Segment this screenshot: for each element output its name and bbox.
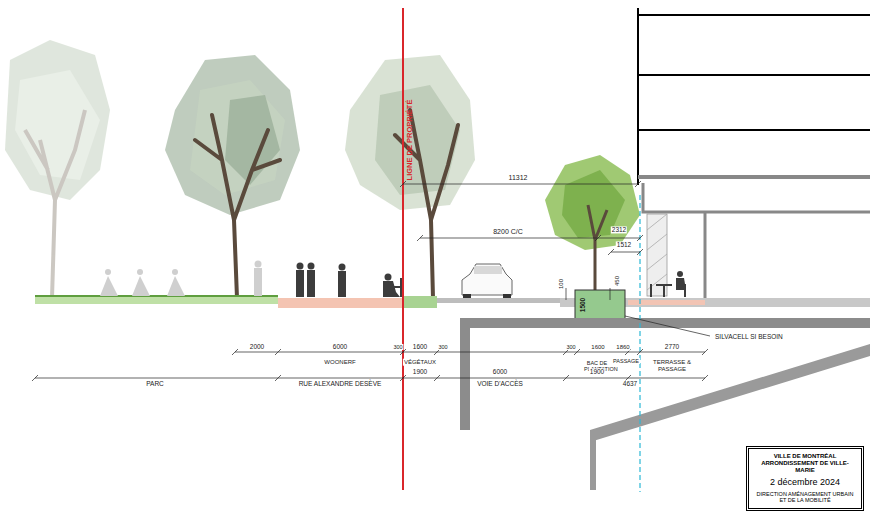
dimension-label: 300 <box>565 344 576 350</box>
property-line-label: LIGNE DE PROPRIÉTÉ <box>406 99 414 182</box>
building <box>638 8 870 298</box>
dimension-label: 6000 <box>332 343 348 350</box>
dimension-label: 6000 <box>492 368 508 375</box>
car <box>462 264 512 298</box>
dimension-lines <box>32 181 710 381</box>
dimension-label: 1900 <box>589 368 605 375</box>
dimension-label: 450 <box>614 275 621 287</box>
tree <box>345 55 475 298</box>
parking-slab <box>460 318 870 328</box>
dimension-label: 1860 <box>615 344 630 351</box>
title-block-text: 2 décembre 2024 <box>753 477 857 487</box>
dimension-label: 11312 <box>508 174 529 182</box>
dimension-label: VOIE D'ACCÈS <box>476 380 524 387</box>
ramp <box>590 344 870 442</box>
dimension-label: TERRASSE & PASSAGE <box>643 359 701 372</box>
dimension-label: 300 <box>437 344 448 350</box>
dimension-label: 1500 <box>579 297 586 313</box>
road <box>437 298 560 303</box>
dimension-label: 1512 <box>616 241 632 248</box>
dimension-label: 2000 <box>249 343 265 350</box>
planter <box>575 290 625 320</box>
dimension-label: 1600 <box>590 344 605 351</box>
dimension-label: VÉGÉTAUX <box>403 359 437 366</box>
dimension-label: 2312 <box>611 226 627 233</box>
dimension-label: 300 <box>392 344 403 350</box>
dimension-label: 8200 C/C <box>492 228 524 236</box>
grass <box>35 296 278 304</box>
dimension-label: PARC <box>145 380 165 387</box>
title-block: VILLE DE MONTRÉAL ARRONDISSEMENT DE VILL… <box>746 446 864 511</box>
dimension-label: 2770 <box>664 343 680 350</box>
people <box>100 261 262 297</box>
dimension-label: 1600 <box>412 343 428 350</box>
tree <box>5 40 110 298</box>
dimension-label: 100 <box>558 278 565 290</box>
dimension-label: SILVACELL SI BESOIN <box>714 333 784 340</box>
facade-line <box>639 195 640 492</box>
dimension-label: 1900 <box>412 368 428 375</box>
dimension-label: PASSAGE <box>612 358 640 364</box>
title-block-text: DIRECTION AMÉNAGEMENT URBAIN ET DE LA MO… <box>753 491 857 504</box>
tree <box>165 55 300 298</box>
property-line <box>402 8 404 490</box>
dimension-label: 4637 <box>622 380 638 387</box>
dimension-label: WOONERF <box>323 359 356 366</box>
woonerf <box>278 298 403 308</box>
dimension-label: RUE ALEXANDRE DESÈVE <box>298 380 383 387</box>
tree <box>545 155 640 292</box>
title-block-text: VILLE DE MONTRÉAL ARRONDISSEMENT DE VILL… <box>753 453 857 474</box>
planting-strip <box>403 296 437 308</box>
